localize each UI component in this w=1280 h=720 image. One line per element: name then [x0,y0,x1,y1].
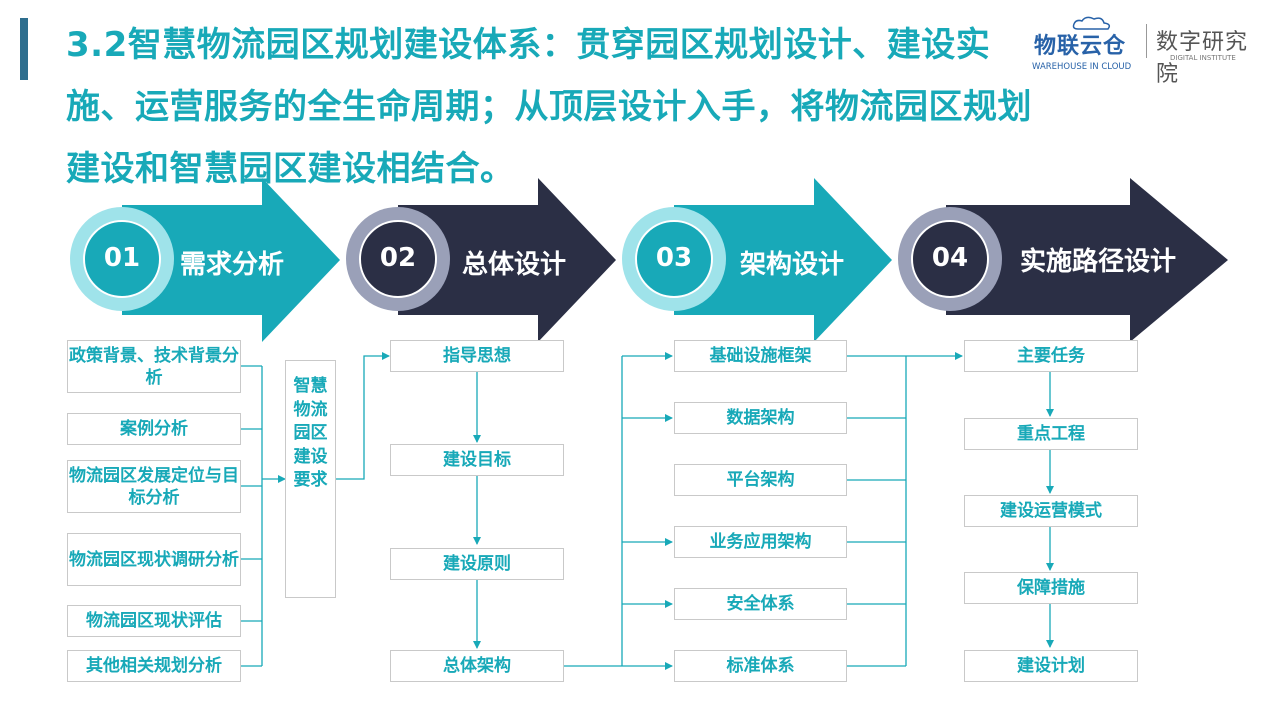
requirement-box: 智慧物流园区建设要求 [285,360,336,598]
logo-digital-institute: 数字研究院 DIGITAL INSTITUTE [1156,24,1266,87]
logo-wuliany: 物联云仓 WAREHOUSE IN CLOUD [1032,16,1138,72]
phase-number-03: 03 [655,243,693,273]
phase-number-04: 04 [931,243,969,273]
col1-item-assessment: 物流园区现状评估 [67,605,241,637]
phase-label-03: 架构设计 [740,250,845,280]
col2-item-guiding: 指导思想 [390,340,564,372]
col4-item-operation-mode: 建设运营模式 [964,495,1138,527]
phase-label-01: 需求分析 [180,250,285,280]
col1-item-case: 案例分析 [67,413,241,445]
col4-item-key-projects: 重点工程 [964,418,1138,450]
phase-number-01: 01 [103,243,141,273]
col2-item-architecture: 总体架构 [390,650,564,682]
col1-item-positioning: 物流园区发展定位与目标分析 [67,460,241,513]
col1-item-policy: 政策背景、技术背景分析 [67,340,241,393]
col3-item-data: 数据架构 [674,402,847,434]
col3-item-infrastructure: 基础设施框架 [674,340,847,372]
logo-left-name: 物联云仓 [1034,34,1127,59]
phase-arrow-03 [674,178,892,342]
col3-item-security: 安全体系 [674,588,847,620]
phase-arrow-01 [122,178,340,342]
phase-circle-03 [635,220,713,298]
col1-item-survey: 物流园区现状调研分析 [67,533,241,586]
page-title: 3.2智慧物流园区规划建设体系：贯穿园区规划设计、建设实施、运营服务的全生命周期… [66,25,1032,189]
col3-item-business-apps: 业务应用架构 [674,526,847,558]
col3-item-platform: 平台架构 [674,464,847,496]
phase-circle-01 [83,220,161,298]
phase-label-02: 总体设计 [462,250,567,280]
col4-item-main-tasks: 主要任务 [964,340,1138,372]
logo-left-subtitle: WAREHOUSE IN CLOUD [1032,62,1132,72]
phase-circle-04 [911,220,989,298]
title-accent-bar [20,18,28,80]
phase-arrow-04 [946,178,1228,342]
phase-arrow-02 [398,178,616,342]
logo-right-subtitle: DIGITAL INSTITUTE [1170,54,1236,62]
col2-item-goals: 建设目标 [390,444,564,476]
phase-label-04: 实施路径设计 [1020,247,1177,277]
col4-item-safeguards: 保障措施 [964,572,1138,604]
cloud-icon [1072,16,1111,30]
col4-item-plan: 建设计划 [964,650,1138,682]
phase-number-02: 02 [379,243,417,273]
col2-item-principles: 建设原则 [390,548,564,580]
col1-item-other-plans: 其他相关规划分析 [67,650,241,682]
logo-divider [1146,24,1147,58]
logo-right-name: 数字研究院 [1156,30,1249,87]
phase-circle-02 [359,220,437,298]
col3-item-standards: 标准体系 [674,650,847,682]
